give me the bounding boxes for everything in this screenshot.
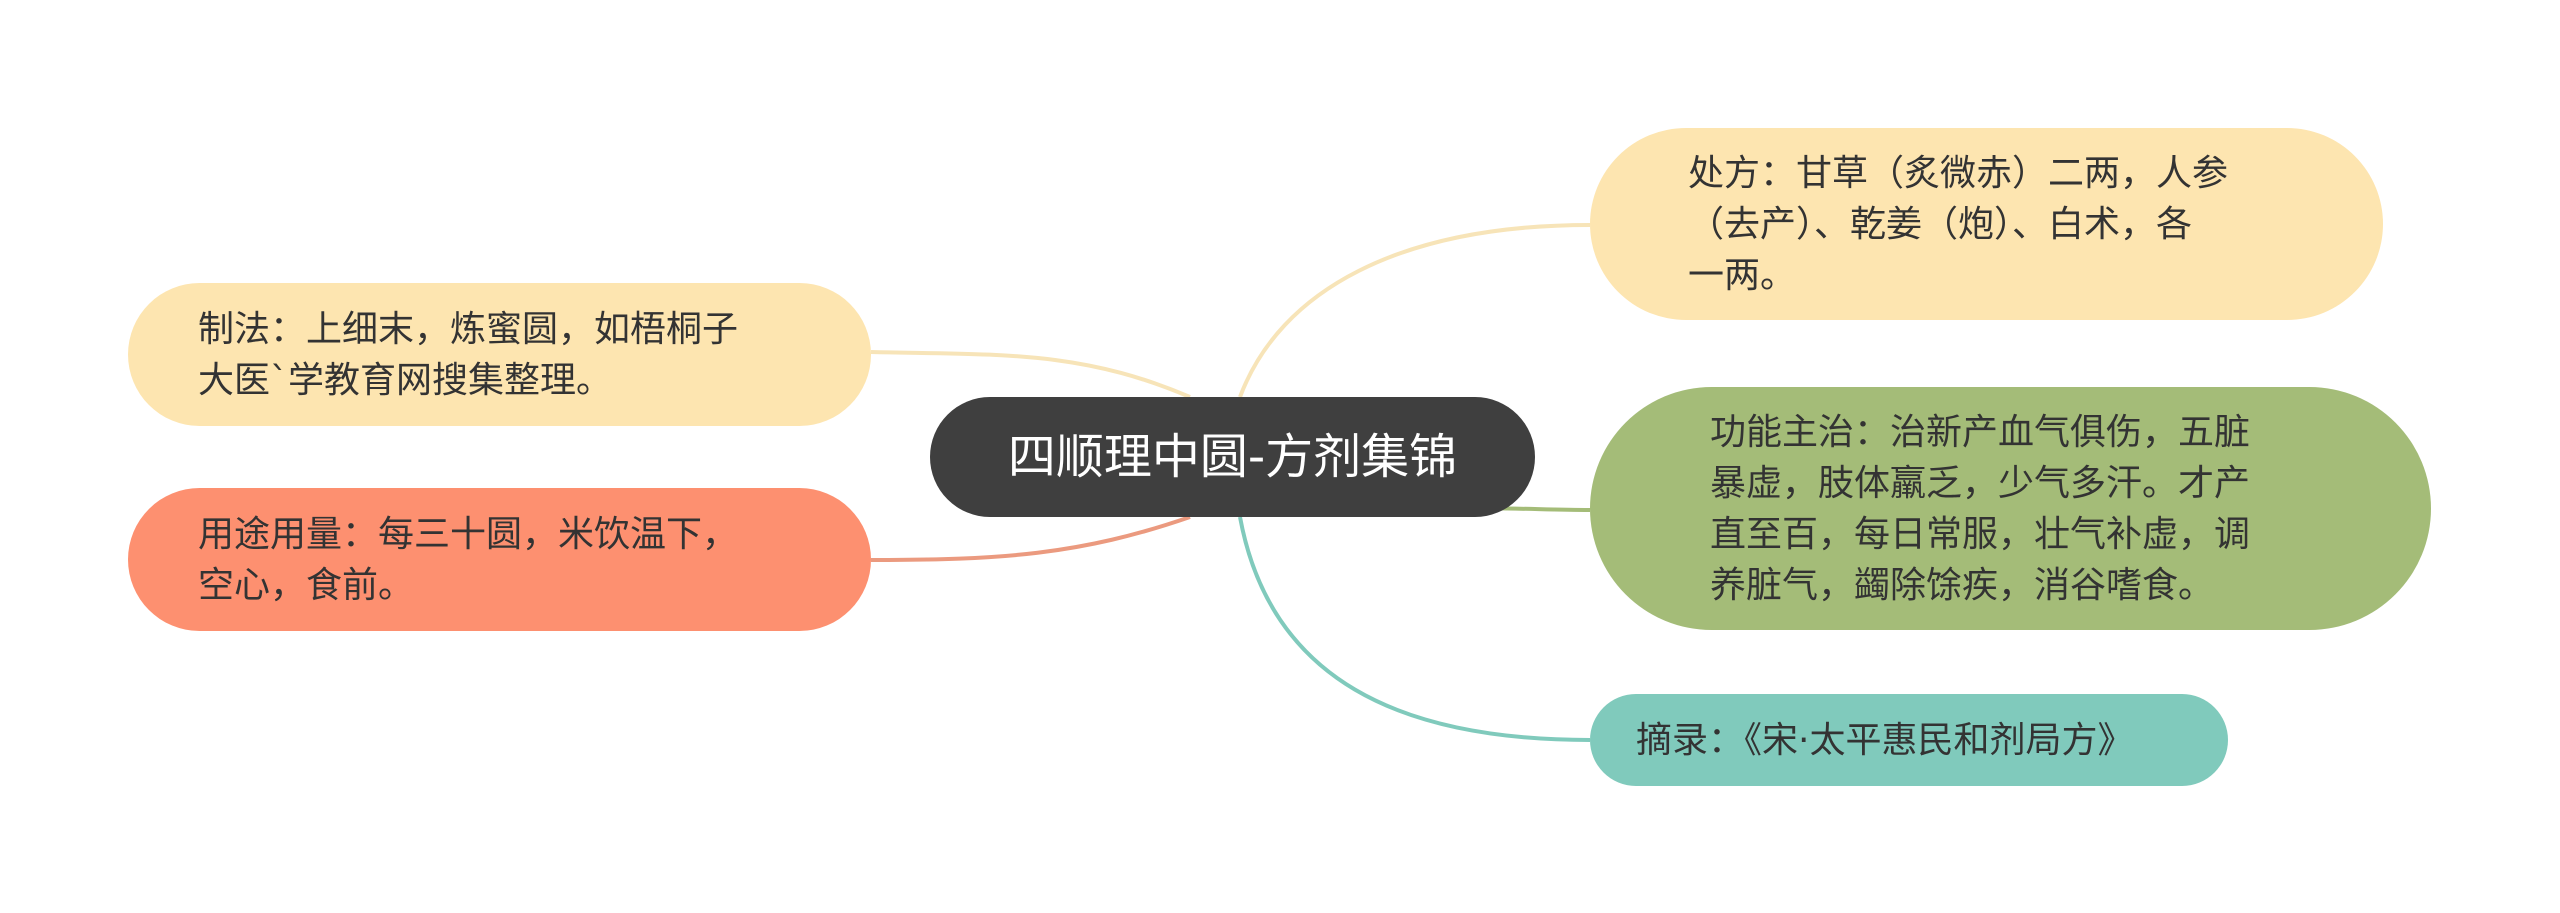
connector-zhailu — [1238, 516, 1591, 742]
connector-chufang — [1238, 223, 1591, 398]
branch-text-gongneng: 功能主治：治新产血气俱伤，五脏 暴虚，肢体羸乏，少气多汗。才产 直至百，每日常服… — [1710, 411, 2251, 606]
branch-text-chufang: 处方：甘草（炙微赤）二两，人参 （去产）、乾姜（炮）、白术，各 一两。 — [1688, 152, 2229, 296]
connector-zhifa — [870, 350, 1191, 399]
branch-node-zhailu[interactable]: 摘录：《宋·太平惠民和剂局方》 — [1590, 694, 2228, 786]
branch-text-zhifa: 制法：上细末，炼蜜圆，如梧桐子 大医`学教育网搜集整理。 — [198, 308, 739, 401]
connector-yongtu — [870, 515, 1191, 562]
branch-text-yongtu: 用途用量：每三十圆，米饮温下， 空心，食前。 — [198, 513, 739, 606]
root-node[interactable]: 四顺理中圆-方剂集锦 — [930, 397, 1535, 517]
branch-node-chufang[interactable]: 处方：甘草（炙微赤）二两，人参 （去产）、乾姜（炮）、白术，各 一两。 — [1590, 128, 2383, 320]
branch-text-zhailu: 摘录：《宋·太平惠民和剂局方》 — [1636, 719, 2134, 761]
branch-node-yongtu[interactable]: 用途用量：每三十圆，米饮温下， 空心，食前。 — [128, 488, 871, 631]
branch-node-zhifa[interactable]: 制法：上细末，炼蜜圆，如梧桐子 大医`学教育网搜集整理。 — [128, 283, 871, 426]
branch-node-gongneng[interactable]: 功能主治：治新产血气俱伤，五脏 暴虚，肢体羸乏，少气多汗。才产 直至百，每日常服… — [1590, 387, 2431, 630]
root-title: 四顺理中圆-方剂集锦 — [1007, 429, 1458, 485]
